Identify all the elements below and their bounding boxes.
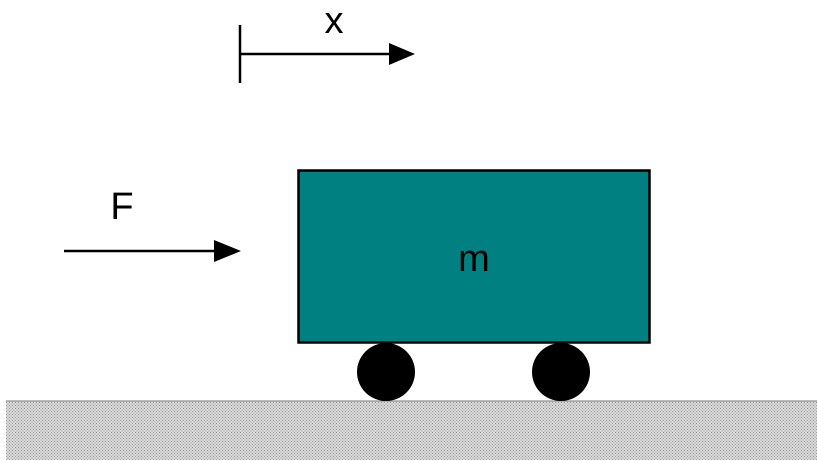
ground-surface xyxy=(6,401,817,460)
right-wheel xyxy=(532,343,590,401)
mass-label: m xyxy=(458,238,490,280)
cart-body xyxy=(297,169,651,344)
force-arrow-head xyxy=(214,240,241,262)
force-arrow xyxy=(64,240,241,262)
left-wheel xyxy=(357,343,415,401)
position-label: x xyxy=(325,0,344,42)
position-arrow-head xyxy=(389,43,415,65)
force-label: F xyxy=(110,186,133,228)
position-arrow xyxy=(238,25,415,83)
